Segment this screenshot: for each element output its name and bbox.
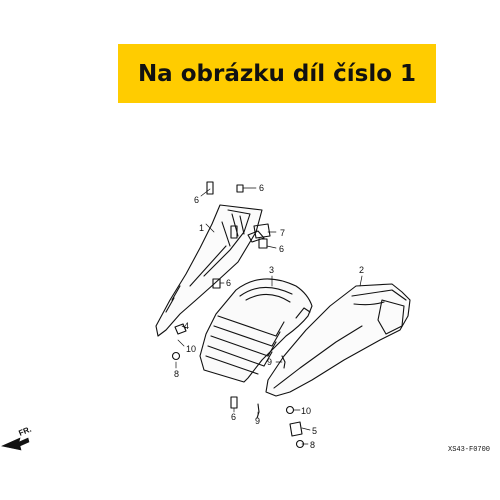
- callout-4: 4: [184, 321, 189, 331]
- drawing-code: XS43-F0700: [448, 446, 491, 454]
- part-7-decal: [253, 223, 271, 239]
- callout-6: 6: [226, 278, 231, 288]
- callout-8: 8: [310, 440, 315, 450]
- front-label: FR.: [17, 425, 32, 438]
- part-1-side-cover: [155, 204, 263, 337]
- part-2-side-cover: [265, 283, 411, 397]
- callout-2: 2: [359, 265, 364, 275]
- callout-6: 6: [231, 412, 236, 422]
- arrow-icon: [1, 437, 30, 451]
- callout-3: 3: [269, 265, 274, 275]
- callout-10: 10: [301, 406, 311, 416]
- callout-9: 9: [255, 416, 260, 426]
- callout-8: 8: [174, 369, 179, 379]
- callout-1: 1: [199, 223, 204, 233]
- callout-labels: 6 6 1 7 6 3 2 6 4 10 8 9 6 9 10 5 8: [174, 183, 364, 450]
- front-direction-arrow: FR.: [1, 425, 33, 451]
- banner-text: Na obrázku díl číslo 1: [137, 60, 417, 87]
- part-3-grille-panel: [199, 278, 313, 383]
- callout-9: 9: [267, 357, 272, 367]
- callout-6: 6: [259, 183, 264, 193]
- callout-6: 6: [194, 195, 199, 205]
- callout-10: 10: [186, 344, 196, 354]
- callout-7: 7: [280, 228, 285, 238]
- callout-6: 6: [279, 244, 284, 254]
- part-number-banner: Na obrázku díl číslo 1: [118, 44, 436, 103]
- callout-5: 5: [312, 426, 317, 436]
- leader-lines: [175, 187, 363, 445]
